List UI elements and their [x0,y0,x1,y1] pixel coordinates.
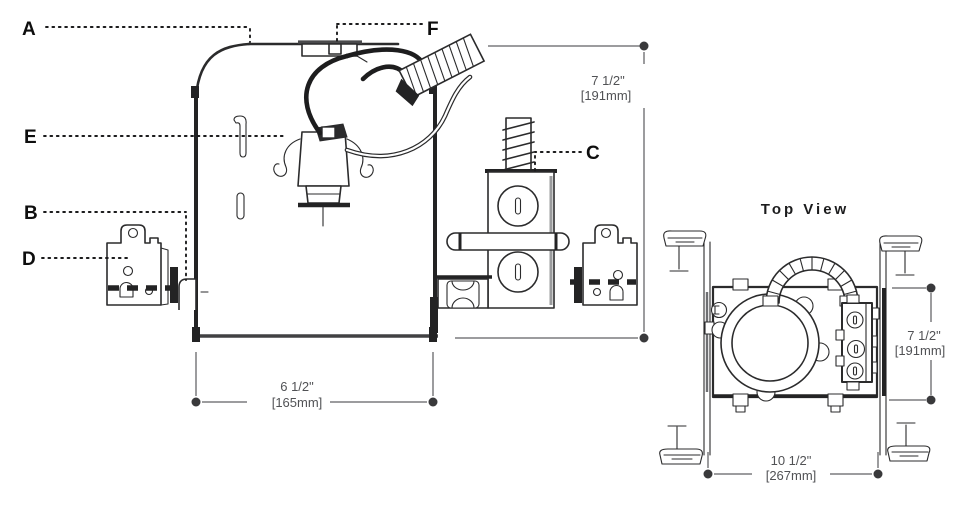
top-width-mm: [267mm] [766,468,817,483]
side-width-mm: [165mm] [272,395,323,410]
flex-conduit [395,33,486,107]
top-view: Top View [659,201,946,483]
callout-labels: A F E B D C [22,19,600,281]
side-height-mm: [191mm] [581,88,632,103]
mounting-bracket-right [570,224,638,306]
hanger-bars [703,241,887,456]
top-dim-height: 7 1/2" [191mm] [889,283,946,405]
side-view: A F E B D C 7 1/2" [191mm] [22,19,649,410]
lamp-socket [273,123,374,227]
top-dim-width: 10 1/2" [267mm] [703,452,883,483]
label-f: F [427,19,439,40]
top-height-inches: 7 1/2" [907,328,941,343]
label-e: E [24,127,37,148]
side-dim-width: 6 1/2" [165mm] [191,352,438,410]
side-height-inches: 7 1/2" [591,73,625,88]
side-width-inches: 6 1/2" [280,379,314,394]
corner-clip-top-left [663,230,707,272]
top-width-inches: 10 1/2" [771,453,812,468]
label-a: A [22,19,36,40]
junction-box [430,117,570,333]
label-d: D [22,249,36,270]
label-b: B [24,203,38,224]
top-height-mm: [191mm] [895,343,946,358]
top-view-title: Top View [761,201,849,218]
corner-clip-bottom-right [887,422,931,462]
mounting-bracket-left [106,224,209,310]
label-c: C [586,143,600,164]
side-dim-height: 7 1/2" [191mm] [455,41,649,343]
torsion-spring-hooks [233,115,247,220]
top-junction-box [835,294,873,391]
threaded-nipple [502,117,535,173]
corner-clip-bottom-left [659,425,703,465]
corner-clip-top-right [879,235,923,276]
